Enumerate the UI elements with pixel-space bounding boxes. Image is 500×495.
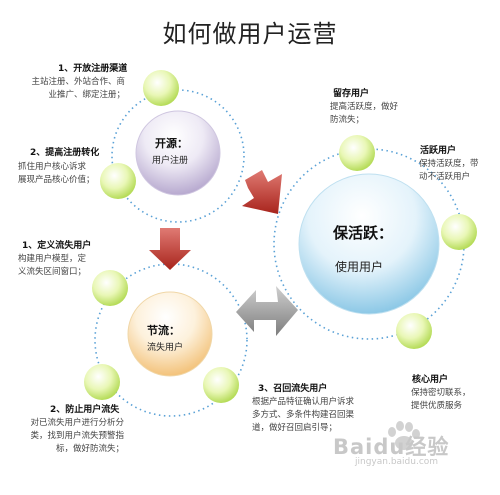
save-note-1-line-1: 构建用户模型，定 bbox=[18, 254, 87, 264]
active-note-2-heading: 活跃用户 bbox=[420, 146, 457, 156]
arrow-open-to-active bbox=[242, 170, 282, 214]
watermark-paw-icon bbox=[388, 421, 420, 450]
active-note-2-text: 保持活跃度，带 动不活跃用户 bbox=[419, 158, 479, 184]
save-note-3-line-1: 根据产品特征确认用户诉求 bbox=[252, 397, 355, 407]
active-note-1-text: 提高活跃度，做好 防流失； bbox=[330, 101, 398, 127]
open-note-1-line-2: 业推广、绑定注册； bbox=[48, 90, 125, 100]
open-node-left bbox=[100, 163, 136, 199]
active-note-3-text: 保持密切联系， 提供优质服务 bbox=[411, 387, 471, 413]
save-note-1-heading: 1、定义流失用户 bbox=[22, 241, 92, 251]
open-note-1-text: 主站注册、外站合作、商 业推广、绑定注册； bbox=[31, 76, 125, 102]
open-note-2-line-1: 抓住用户核心诉求 bbox=[18, 162, 87, 172]
open-note-2-heading: 2、提高注册转化 bbox=[30, 148, 100, 158]
save-orbit-ring bbox=[94, 263, 248, 417]
active-note-1-line-1: 提高活跃度，做好 bbox=[330, 102, 399, 112]
active-note-3-line-1: 保持密切联系， bbox=[411, 388, 471, 398]
open-center-title: 开源： bbox=[155, 137, 188, 150]
save-node-left bbox=[92, 270, 128, 306]
active-note-1-heading: 留存用户 bbox=[333, 89, 370, 99]
save-note-2-line-1: 对已流失用户进行分析分 bbox=[30, 418, 124, 428]
open-note-2-line-2: 展现产品核心价值； bbox=[18, 175, 95, 185]
active-center-subtitle: 使用用户 bbox=[335, 260, 384, 274]
arrow-open-to-save bbox=[149, 228, 191, 270]
save-note-2-heading: 2、防止用户流失 bbox=[50, 405, 120, 415]
arrow-active-to-save bbox=[236, 286, 298, 336]
open-note-1-line-1: 主站注册、外站合作、商 bbox=[31, 77, 125, 87]
save-center-subtitle: 流失用户 bbox=[147, 343, 184, 353]
save-note-2-line-2: 类，找到用户流失预警指 bbox=[30, 431, 124, 441]
save-note-3-heading: 3、召回流失用户 bbox=[258, 384, 328, 394]
open-center-bubble bbox=[135, 110, 221, 196]
open-note-1-heading: 1、开放注册渠道 bbox=[58, 64, 128, 74]
open-note-2-text: 抓住用户核心诉求 展现产品核心价值； bbox=[18, 161, 95, 187]
active-note-2-line-1: 保持活跃度，带 bbox=[419, 159, 479, 169]
save-center-title: 节流： bbox=[147, 324, 180, 337]
save-note-3-text: 根据产品特征确认用户诉求 多方式、多条件构建召回渠 道，做好召回启引导； bbox=[252, 396, 354, 435]
open-node-top bbox=[143, 70, 179, 106]
save-note-1-text: 构建用户模型，定 义流失区间窗口； bbox=[18, 253, 86, 279]
active-node-top bbox=[339, 135, 375, 171]
watermark-url: jingyan.baidu.com bbox=[355, 457, 439, 467]
active-note-3-line-2: 提供优质服务 bbox=[411, 401, 463, 411]
save-node-bottom-right bbox=[203, 367, 239, 403]
open-center-subtitle: 用户注册 bbox=[152, 156, 189, 166]
active-center-title: 保活跃： bbox=[333, 224, 394, 242]
active-node-right bbox=[441, 214, 477, 250]
save-note-1-line-2: 义流失区间窗口； bbox=[18, 267, 87, 277]
save-note-3-line-3: 道，做好召回启引导； bbox=[252, 423, 338, 433]
active-node-bottom bbox=[396, 313, 432, 349]
active-note-2-line-2: 动不活跃用户 bbox=[419, 172, 471, 182]
save-node-bottom-left bbox=[84, 364, 120, 400]
active-note-1-line-2: 防流失； bbox=[330, 115, 365, 125]
save-center-bubble bbox=[127, 291, 213, 377]
save-note-2-line-3: 标，做好防流失； bbox=[55, 444, 124, 454]
save-note-2-text: 对已流失用户进行分析分 类，找到用户流失预警指 标，做好防流失； bbox=[12, 417, 124, 456]
active-note-3-heading: 核心用户 bbox=[412, 375, 449, 385]
page-title: 如何做用户运营 bbox=[162, 20, 338, 48]
save-note-3-line-2: 多方式、多条件构建召回渠 bbox=[252, 410, 355, 420]
active-center-bubble bbox=[298, 173, 440, 315]
watermark-brand: Baidu经验 bbox=[333, 435, 450, 459]
